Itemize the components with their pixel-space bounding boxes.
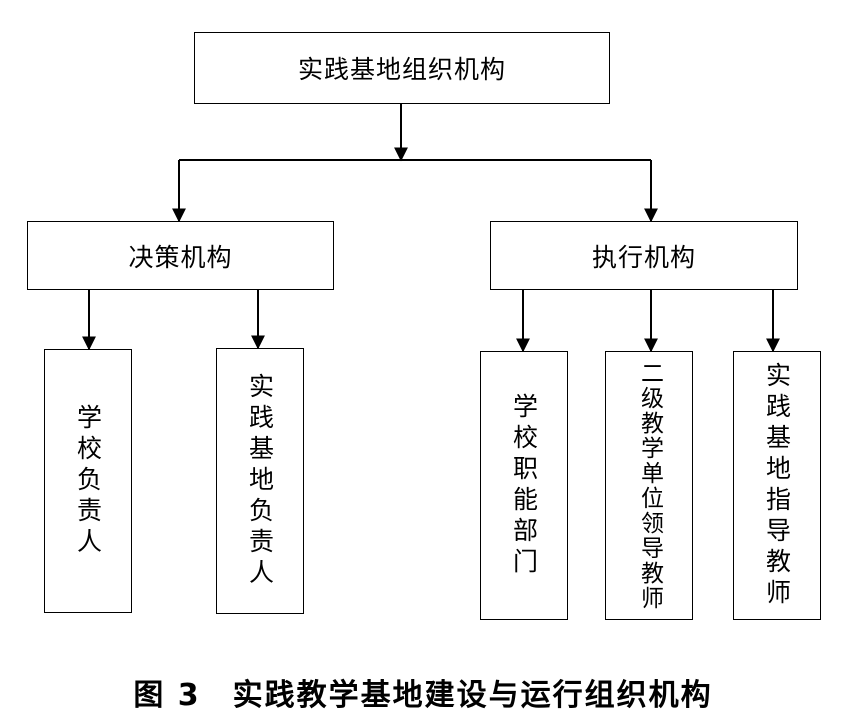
functional-dept-label: 学校职能部门 <box>509 392 539 579</box>
base-instructor-label: 实践基地指导教师 <box>762 361 792 610</box>
secondary-unit-node: 二级教学单位领导教师 <box>605 351 693 620</box>
figure-caption: 图 3 实践教学基地建设与运行组织机构 <box>133 678 713 713</box>
school-head-node: 学校负责人 <box>44 349 132 613</box>
school-head-label: 学校负责人 <box>73 403 103 559</box>
base-head-node: 实践基地负责人 <box>216 348 304 614</box>
functional-dept-node: 学校职能部门 <box>480 351 568 620</box>
secondary-unit-label: 二级教学单位领导教师 <box>636 360 663 611</box>
base-head-label: 实践基地负责人 <box>245 372 275 590</box>
decision-body-node: 决策机构 <box>27 221 334 290</box>
root-node-label: 实践基地组织机构 <box>297 55 506 84</box>
execution-body-label: 执行机构 <box>591 242 696 272</box>
root-node: 实践基地组织机构 <box>194 32 610 104</box>
execution-body-node: 执行机构 <box>490 221 798 290</box>
decision-body-label: 决策机构 <box>128 242 233 272</box>
base-instructor-node: 实践基地指导教师 <box>733 351 821 620</box>
